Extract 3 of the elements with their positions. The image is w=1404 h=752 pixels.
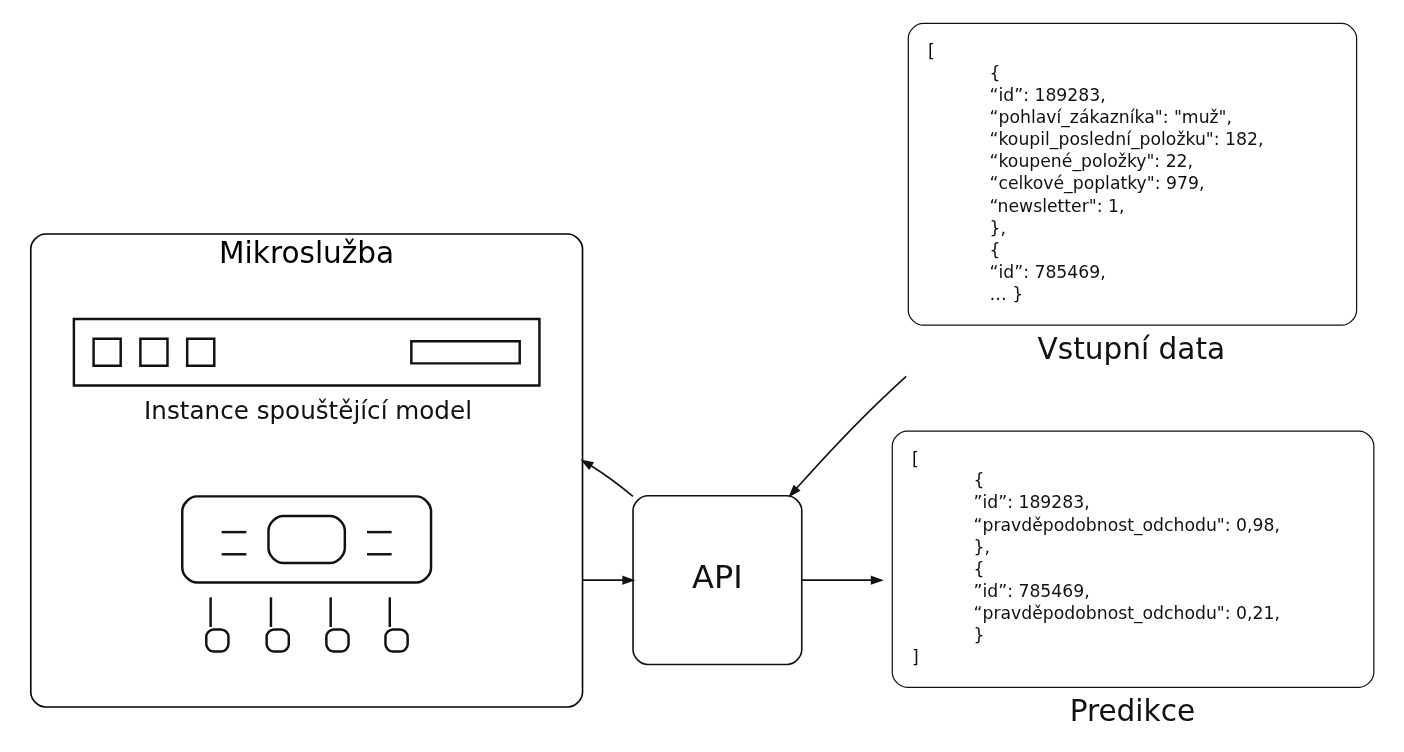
node-label: Vstupní data bbox=[1037, 331, 1226, 366]
node-label: Instance spouštějící model bbox=[144, 395, 472, 425]
node-label: Predikce bbox=[1069, 693, 1196, 728]
